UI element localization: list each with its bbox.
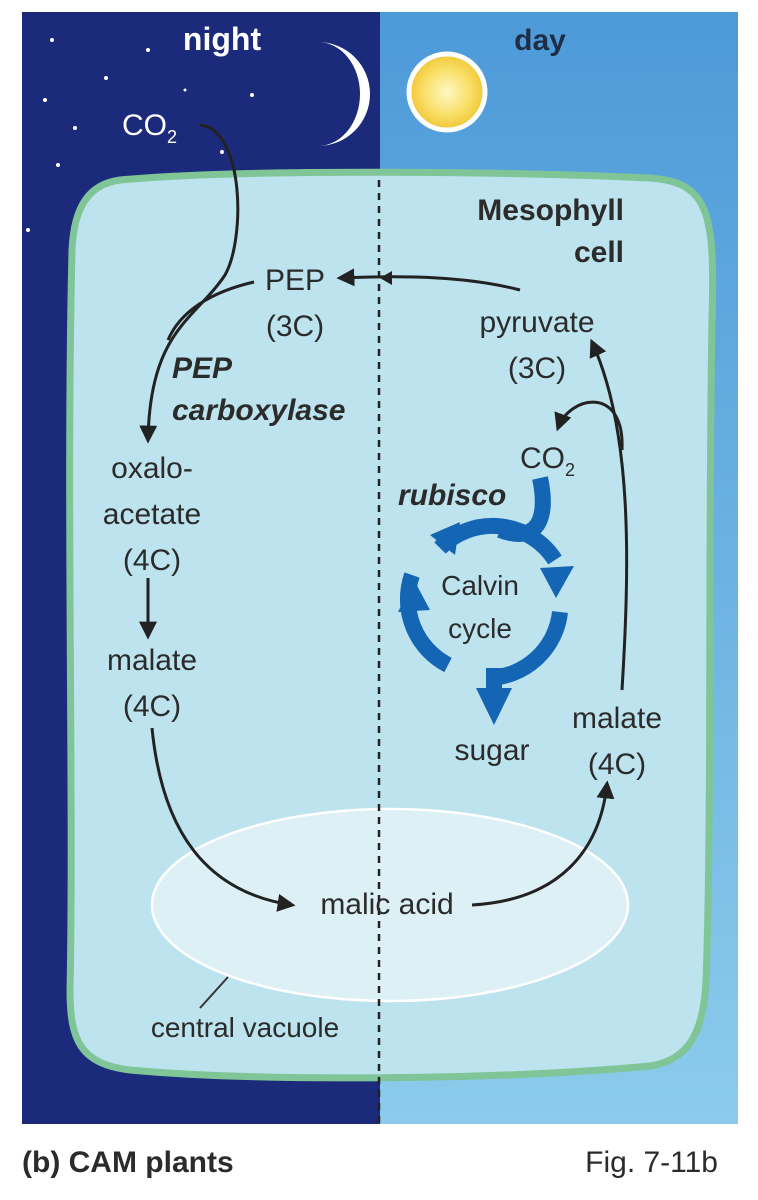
cell-title-line2: cell bbox=[574, 236, 624, 269]
star bbox=[73, 126, 77, 130]
co2-entry-stroke bbox=[497, 476, 551, 542]
star bbox=[104, 76, 108, 80]
calvin-cycle-line1: Calvin bbox=[441, 570, 519, 601]
malic-acid-label: malic acid bbox=[320, 888, 453, 921]
calvin-arc-left bbox=[400, 572, 452, 673]
star bbox=[250, 93, 254, 97]
malate-night-carbons: (4C) bbox=[123, 690, 181, 723]
calvin-cycle-line2: cycle bbox=[448, 613, 512, 644]
sugar-arrow-stem bbox=[486, 668, 502, 692]
star bbox=[220, 150, 224, 154]
caption-right: Fig. 7-11b bbox=[585, 1146, 718, 1179]
sugar-arrow bbox=[476, 688, 512, 725]
vacuole-pointer bbox=[199, 976, 229, 1009]
arrow-co2-to-oxaloacetate bbox=[139, 123, 240, 444]
moon-icon bbox=[318, 42, 370, 146]
oxaloacetate-line1: oxalo- bbox=[111, 452, 193, 485]
vacuole-label: central vacuole bbox=[151, 1012, 339, 1043]
oxaloacetate-line2: acetate bbox=[103, 498, 201, 531]
caption-left: (b) CAM plants bbox=[22, 1146, 234, 1179]
star bbox=[183, 88, 187, 92]
arrow-malate-to-co2 bbox=[554, 400, 624, 451]
calvin-arrowheads bbox=[398, 522, 574, 725]
stars bbox=[26, 38, 254, 232]
pep-label: PEP bbox=[265, 264, 325, 297]
sugar-label: sugar bbox=[454, 734, 529, 767]
sun-icon bbox=[406, 51, 488, 133]
enzyme-label-line2: carboxylase bbox=[172, 394, 345, 427]
pyruvate-label: pyruvate bbox=[479, 306, 594, 339]
central-vacuole bbox=[150, 807, 630, 1003]
rubisco-label: rubisco bbox=[398, 479, 506, 512]
cell-title-line1: Mesophyll bbox=[477, 194, 624, 227]
calvin-arrowhead-left bbox=[398, 580, 430, 612]
malate-night-label: malate bbox=[107, 644, 197, 677]
arrow-divider-crossing bbox=[380, 271, 392, 285]
arrow-malate-to-malic-acid bbox=[150, 727, 296, 912]
calvin-arrowhead-right bbox=[540, 566, 574, 598]
malate-day-label: malate bbox=[572, 702, 662, 735]
star bbox=[50, 38, 54, 42]
atmospheric-co2: CO2 bbox=[122, 109, 177, 147]
malate-day-carbons: (4C) bbox=[588, 748, 646, 781]
co2-day-label: CO2 bbox=[520, 442, 575, 480]
day-label: day bbox=[514, 24, 566, 57]
arrow-pyruvate-to-pep bbox=[336, 268, 521, 292]
night-label: night bbox=[183, 21, 262, 57]
pyruvate-carbons: (3C) bbox=[508, 352, 566, 385]
star bbox=[43, 98, 47, 102]
arrow-pep-join bbox=[166, 280, 255, 341]
enzyme-label-line1: PEP bbox=[172, 352, 233, 385]
star bbox=[26, 228, 30, 232]
pep-carbons: (3C) bbox=[266, 310, 324, 343]
arrow-malate-to-pyruvate bbox=[589, 338, 629, 691]
star bbox=[56, 163, 60, 167]
arrow-malic-acid-to-malate bbox=[471, 780, 615, 907]
oxaloacetate-carbons: (4C) bbox=[123, 544, 181, 577]
calvin-arrowhead-top bbox=[430, 522, 460, 555]
star bbox=[146, 48, 150, 52]
